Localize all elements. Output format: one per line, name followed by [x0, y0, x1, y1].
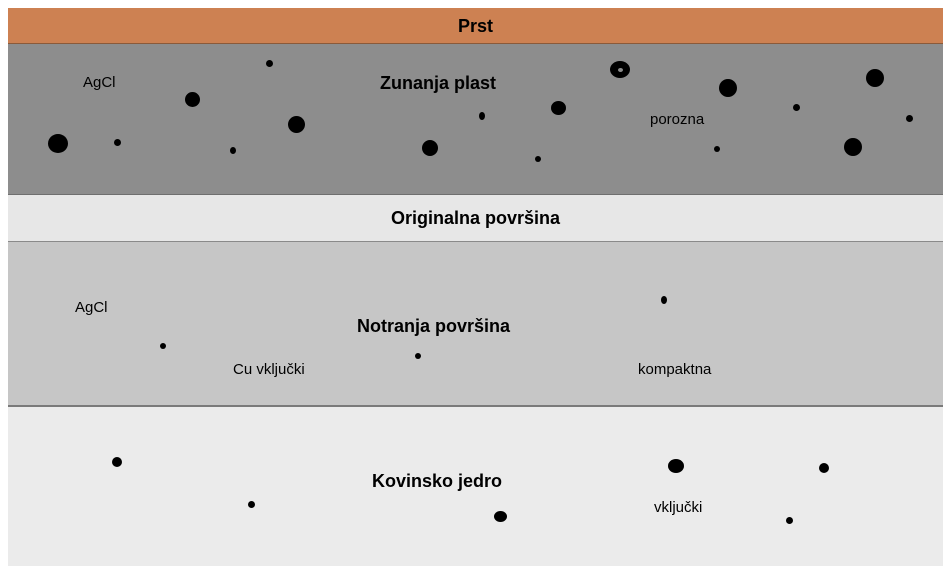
- outer-layer: AgCl Zunanja plast porozna: [8, 44, 943, 195]
- outer-porous-label: porozna: [650, 111, 705, 128]
- particle: [112, 457, 122, 467]
- particle: [535, 156, 541, 162]
- particle: [661, 296, 667, 304]
- particle: [786, 517, 793, 524]
- particle: [266, 60, 273, 67]
- particle: [610, 61, 630, 78]
- particle: [714, 146, 720, 152]
- particle: [479, 112, 485, 120]
- particle: [719, 79, 737, 97]
- cu-inclusions-label: Cu vključki: [233, 361, 305, 378]
- particle: [248, 501, 255, 508]
- inner-agcl-label: AgCl: [75, 299, 108, 316]
- particle: [422, 140, 438, 156]
- soil-title: Prst: [457, 16, 493, 36]
- outer-layer-title: Zunanja plast: [380, 73, 497, 93]
- inclusions-label: vključki: [654, 499, 703, 516]
- particle: [415, 353, 421, 359]
- compact-label: kompaktna: [638, 361, 712, 378]
- particle: [114, 139, 121, 146]
- particle: [866, 69, 884, 87]
- particle: [288, 116, 305, 133]
- inner-surface-layer: AgCl Notranja površina Cu vključki kompa…: [8, 242, 943, 407]
- particle: [906, 115, 913, 122]
- particle: [185, 92, 200, 107]
- particle: [819, 463, 829, 473]
- particle: [793, 104, 800, 111]
- particle: [494, 511, 507, 522]
- metal-core-layer: Kovinsko jedro vključki: [8, 407, 943, 566]
- metal-core-title: Kovinsko jedro: [372, 471, 503, 491]
- particle: [668, 459, 684, 473]
- soil-layer: Prst: [8, 8, 943, 44]
- original-surface-layer: Originalna površina: [8, 195, 943, 242]
- particle: [48, 134, 68, 153]
- particle: [551, 101, 566, 115]
- original-surface-title: Originalna površina: [390, 208, 561, 228]
- particle: [230, 147, 236, 154]
- particle: [160, 343, 166, 349]
- inner-surface-title: Notranja površina: [357, 316, 511, 336]
- particle: [844, 138, 862, 156]
- outer-agcl-label: AgCl: [83, 74, 116, 91]
